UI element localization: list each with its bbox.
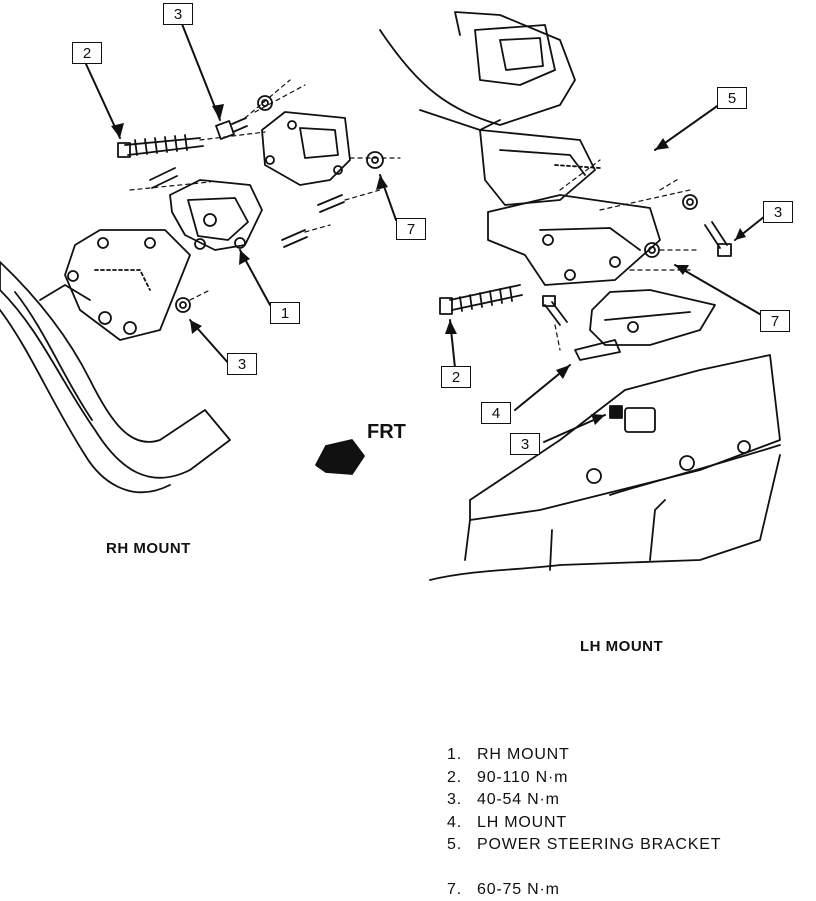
leader-arrowheads <box>111 104 746 425</box>
rh-guide-lines <box>130 80 400 300</box>
lh-frame <box>430 355 780 580</box>
lh-mount-body <box>575 290 715 360</box>
legend-item: 1.RH MOUNT <box>447 744 721 767</box>
rh-bracket-plate <box>65 230 190 340</box>
legend-gap <box>447 857 721 879</box>
lh-guide-lines <box>555 160 700 350</box>
rh-frame-rail <box>0 262 230 492</box>
callout-3-lower-left: 3 <box>227 353 257 375</box>
legend-item: 7.60-75 N·m <box>447 879 721 901</box>
frt-label: FRT <box>367 421 406 444</box>
legend-item: 3.40-54 N·m <box>447 789 721 812</box>
callout-3-top: 3 <box>163 3 193 25</box>
callout-3-right: 3 <box>763 201 793 223</box>
rh-mount-body <box>170 180 262 250</box>
legend-number: 5. <box>447 834 477 857</box>
callout-2-left: 2 <box>72 42 102 64</box>
legend-text: RH MOUNT <box>477 744 570 767</box>
legend-number: 7. <box>447 879 477 901</box>
callout-4: 4 <box>481 402 511 424</box>
legend-number: 1. <box>447 744 477 767</box>
callout-2-lower: 2 <box>441 366 471 388</box>
legend-text: 40-54 N·m <box>477 789 560 812</box>
legend-number: 2. <box>447 767 477 790</box>
legend-text: 90-110 N·m <box>477 767 568 790</box>
legend-item: 2.90-110 N·m <box>447 767 721 790</box>
callout-7-left: 7 <box>396 218 426 240</box>
lh-engine-block <box>380 12 575 130</box>
rh-mount-caption: RH MOUNT <box>106 540 191 557</box>
lh-power-steering-bracket <box>480 130 660 285</box>
lh-mount-caption: LH MOUNT <box>580 638 663 655</box>
callout-3-lower: 3 <box>510 433 540 455</box>
callout-7-right: 7 <box>760 310 790 332</box>
legend-text: LH MOUNT <box>477 812 567 835</box>
frt-arrow-icon <box>316 440 364 474</box>
legend-number: 4. <box>447 812 477 835</box>
legend-item: 4.LH MOUNT <box>447 812 721 835</box>
callout-5: 5 <box>717 87 747 109</box>
rh-upper-bracket <box>262 112 350 185</box>
legend-number: 3. <box>447 789 477 812</box>
legend-text: 60-75 N·m <box>477 879 560 901</box>
callout-1: 1 <box>270 302 300 324</box>
legend-item: 5.POWER STEERING BRACKET <box>447 834 721 857</box>
legend-text: POWER STEERING BRACKET <box>477 834 721 857</box>
parts-legend: 1.RH MOUNT 2.90-110 N·m 3.40-54 N·m 4.LH… <box>447 744 721 901</box>
